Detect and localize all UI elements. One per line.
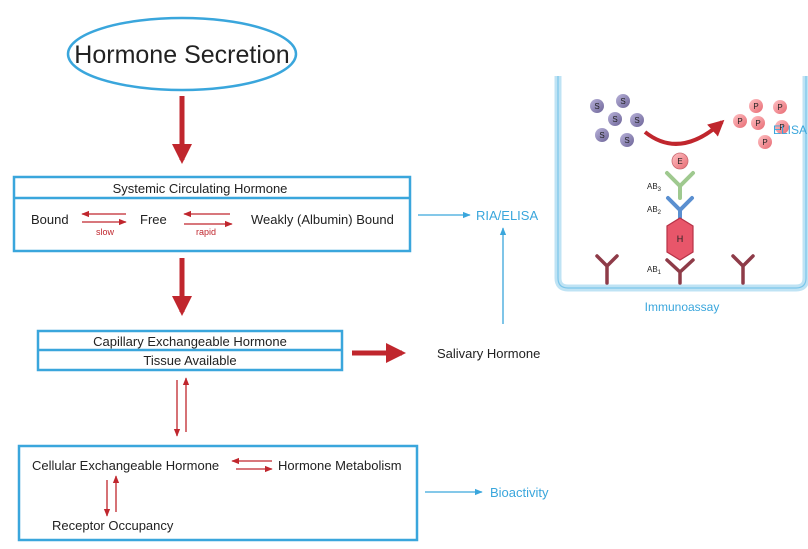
- assay-well-inner: [557, 76, 807, 289]
- substrate-letter: S: [620, 97, 625, 106]
- hormone-secretion-ellipse: [66, 16, 298, 92]
- substrate-sphere: [590, 99, 604, 113]
- enzyme-letter: E: [677, 157, 682, 166]
- elisa-label: ELISA: [773, 123, 807, 137]
- product-sphere: [758, 135, 772, 149]
- substrate-letter: S: [612, 115, 617, 124]
- hormone-secretion-title: Hormone Secretion: [74, 41, 289, 69]
- salivary-hormone-label: Salivary Hormone: [437, 346, 540, 361]
- ab1-antibody-right: [731, 254, 755, 285]
- tissue-available-label: Tissue Available: [143, 353, 236, 368]
- bioactivity-label: Bioactivity: [490, 485, 549, 500]
- product-sphere: [775, 120, 789, 134]
- product-sphere: [749, 99, 763, 113]
- cellular-box: [17, 444, 419, 542]
- product-sphere: [733, 114, 747, 128]
- product-sphere: [751, 116, 765, 130]
- ab2-antibody: [666, 196, 694, 220]
- substrate-sphere: [616, 94, 630, 108]
- hormone-hexagon: [666, 217, 694, 261]
- slow-label: slow: [96, 227, 115, 237]
- product-letter: P: [779, 123, 784, 132]
- ab2-label: AB2: [647, 205, 662, 216]
- product-cluster: P P P P P P: [733, 99, 789, 149]
- substrate-letter: S: [594, 102, 599, 111]
- rapid-label: rapid: [196, 227, 216, 237]
- product-letter: P: [762, 138, 767, 147]
- cellular-exchangeable-label: Cellular Exchangeable Hormone: [32, 458, 219, 473]
- product-sphere: [773, 100, 787, 114]
- product-letter: P: [777, 103, 782, 112]
- ab1-label: AB1: [647, 265, 662, 276]
- conversion-arrow: [643, 119, 725, 146]
- hormone-letter: H: [677, 234, 684, 244]
- ab3-label: AB3: [647, 182, 662, 193]
- immunoassay-illustration: Immunoassay S S S S S S P P P P: [554, 76, 808, 314]
- ab1-antibody-center: [665, 258, 695, 285]
- product-letter: P: [755, 119, 760, 128]
- systemic-header: Systemic Circulating Hormone: [113, 181, 288, 196]
- substrate-letter: S: [634, 116, 639, 125]
- product-letter: P: [753, 102, 758, 111]
- substrate-sphere: [630, 113, 644, 127]
- substrate-cluster: S S S S S S: [590, 94, 644, 147]
- substrate-sphere: [620, 133, 634, 147]
- substrate-sphere: [595, 128, 609, 142]
- weakly-bound-label: Weakly (Albumin) Bound: [251, 212, 394, 227]
- ria-elisa-label: RIA/ELISA: [476, 208, 538, 223]
- substrate-sphere: [608, 112, 622, 126]
- receptor-occupancy-label: Receptor Occupancy: [52, 518, 174, 533]
- enzyme-sphere: [671, 152, 689, 170]
- ab1-antibody-left: [595, 254, 619, 285]
- ab3-antibody: [665, 171, 695, 200]
- product-letter: P: [737, 117, 742, 126]
- substrate-letter: S: [624, 136, 629, 145]
- hormone-metabolism-label: Hormone Metabolism: [278, 458, 402, 473]
- free-label: Free: [140, 212, 167, 227]
- capillary-header: Capillary Exchangeable Hormone: [93, 334, 287, 349]
- substrate-letter: S: [599, 131, 604, 140]
- bound-label: Bound: [31, 212, 69, 227]
- immunoassay-caption: Immunoassay: [645, 300, 720, 314]
